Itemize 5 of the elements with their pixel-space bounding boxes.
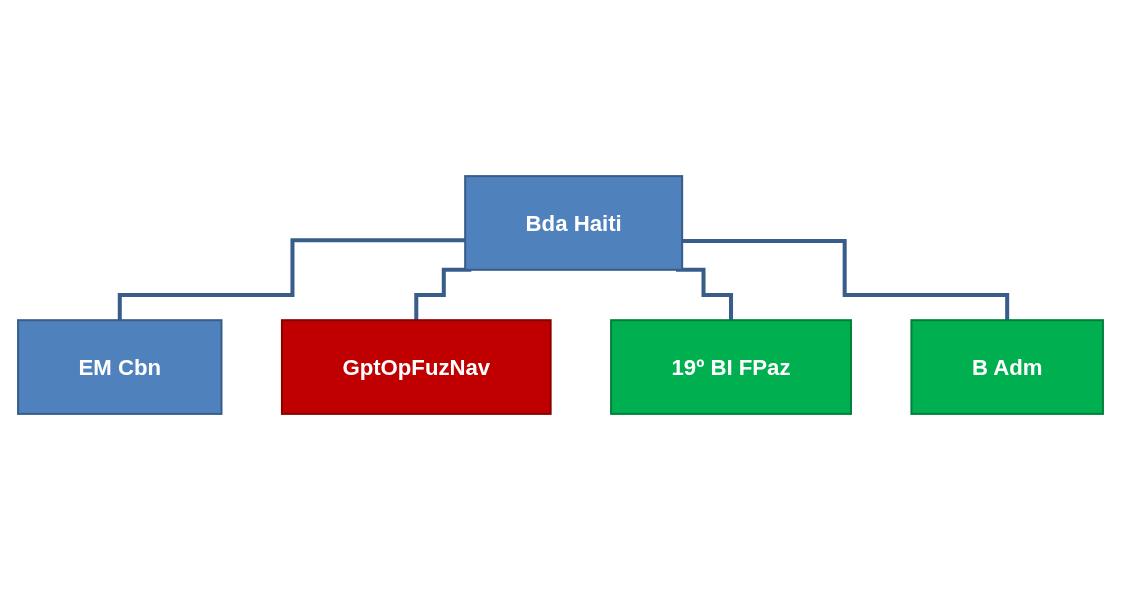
node-box: GptOpFuzNav bbox=[280, 319, 552, 415]
node-box: EM Cbn bbox=[17, 319, 223, 415]
node-box: Bda Haiti bbox=[464, 175, 684, 271]
node-box: B Adm bbox=[910, 319, 1104, 415]
node-box: 19º BI FPaz bbox=[610, 319, 852, 415]
